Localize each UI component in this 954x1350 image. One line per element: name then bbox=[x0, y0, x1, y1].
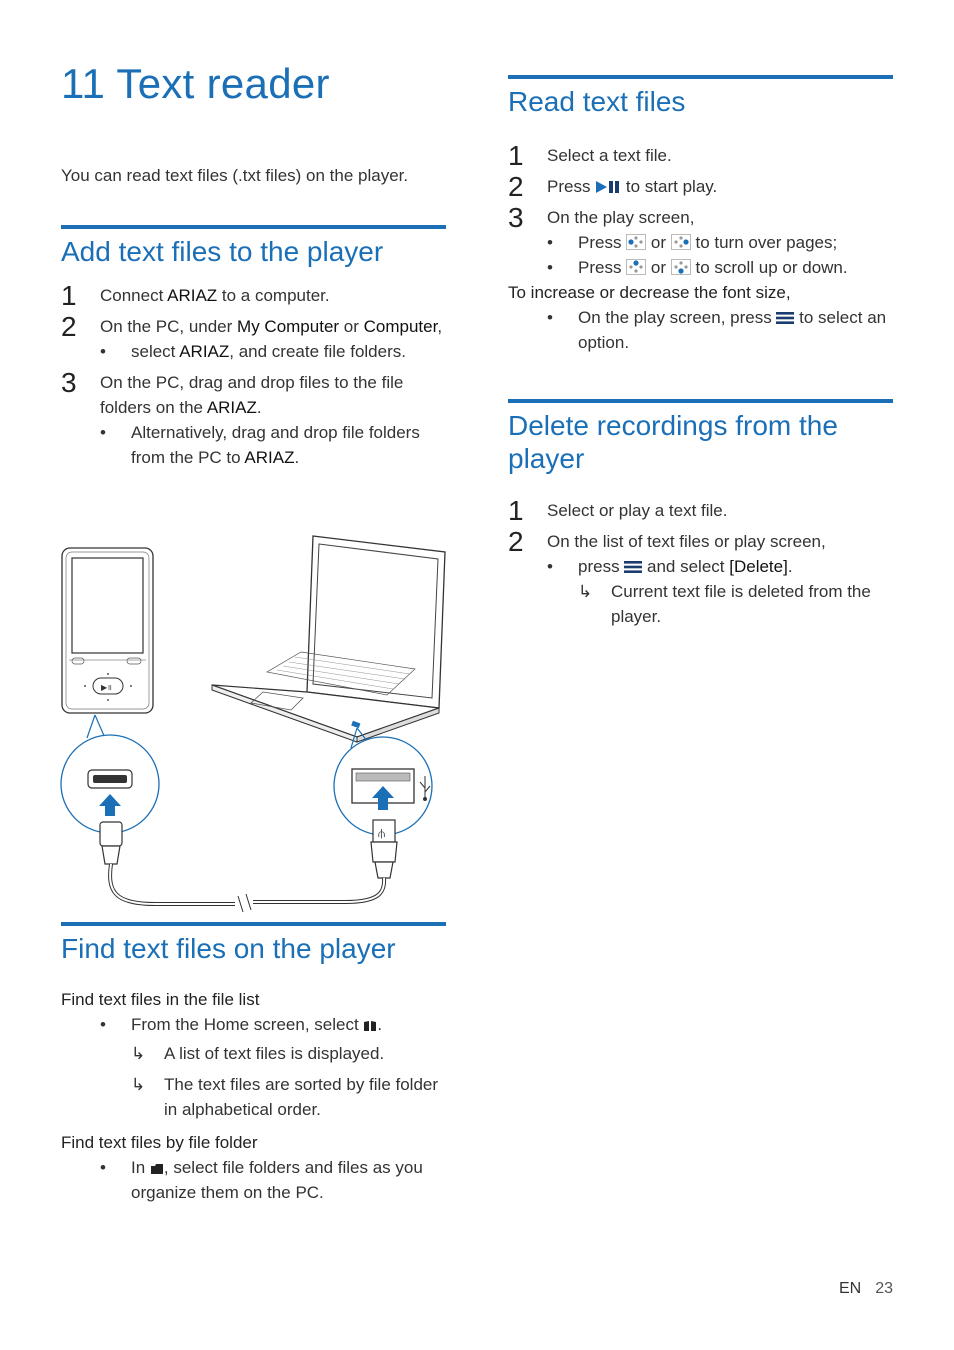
connection-illustration: ▶॥ bbox=[60, 535, 446, 912]
play-pause-icon bbox=[596, 180, 620, 193]
read-step-1: 1 Select a text file. bbox=[508, 139, 672, 171]
read-bullet-pages: • Press or to turn over pages; bbox=[547, 232, 838, 252]
find-list-result-1: ↳A list of text files is displayed. bbox=[131, 1044, 385, 1064]
find-list-bullet: • From the Home screen, select . bbox=[100, 1015, 383, 1035]
laptop bbox=[211, 535, 446, 743]
step-number: 1 bbox=[508, 494, 524, 526]
menu-icon bbox=[624, 560, 643, 573]
delete-step-1: 1 Select or play a text file. bbox=[508, 494, 728, 526]
laptop-port-callout bbox=[333, 727, 433, 836]
svg-text:⫛: ⫛ bbox=[378, 826, 385, 840]
step-number: 1 bbox=[61, 279, 77, 311]
step-number: 3 bbox=[61, 366, 77, 398]
read-section: Read text files 1 Select a text file. 2 … bbox=[508, 75, 893, 355]
add-step-2-bullet: • select ARIAZ, and create file folders. bbox=[100, 341, 406, 361]
usb-icon bbox=[419, 776, 431, 801]
find-section: Find text files on the player Find text … bbox=[61, 921, 446, 1206]
player-device: ▶॥ bbox=[61, 547, 154, 714]
svg-text:▶॥: ▶॥ bbox=[101, 683, 112, 692]
step-number: 2 bbox=[508, 170, 524, 202]
add-section-heading: Add text files to the player bbox=[61, 236, 384, 268]
read-step-3: 3 On the play screen, bbox=[508, 201, 695, 233]
left-column: 11 Text reader You can read text files (… bbox=[61, 60, 446, 1205]
device-port-callout bbox=[60, 714, 160, 834]
delete-result: ↳Current text file is deleted from the p… bbox=[578, 581, 871, 626]
device-name: ARIAZ bbox=[167, 285, 218, 305]
add-step-2: 2 On the PC, under My Computer or Comput… bbox=[61, 310, 443, 342]
folder-icon bbox=[150, 1164, 163, 1175]
delete-step-2: 2 On the list of text files or play scre… bbox=[508, 525, 826, 557]
read-bullet-scroll: • Press or to scroll up or down. bbox=[547, 257, 848, 277]
read-section-heading: Read text files bbox=[508, 86, 686, 117]
find-sub-heading-folder: Find text files by file folder bbox=[61, 1133, 258, 1153]
right-column: Read text files 1 Select a text file. 2 … bbox=[508, 75, 893, 629]
step-number: 3 bbox=[508, 201, 524, 233]
add-step-3-bullet: • Alternatively, drag and drop file fold… bbox=[100, 422, 420, 467]
ebook-icon bbox=[364, 1021, 377, 1032]
font-size-note: To increase or decrease the font size, bbox=[508, 282, 791, 302]
usb-cable: ⫛ bbox=[99, 819, 398, 912]
step-number: 2 bbox=[61, 310, 77, 342]
add-step-1: 1 Connect ARIAZ to a computer. bbox=[61, 279, 330, 311]
language-code: EN bbox=[838, 1280, 862, 1297]
chapter-intro: You can read text files (.txt files) on … bbox=[61, 166, 409, 186]
nav-right-icon bbox=[670, 233, 691, 250]
step-number: 1 bbox=[508, 139, 524, 171]
find-folder-bullet: • In , select file folders and files as … bbox=[100, 1158, 423, 1203]
read-step-2: 2 Press to start play. bbox=[508, 170, 718, 202]
nav-down-icon bbox=[670, 258, 691, 275]
find-sub-heading-list: Find text files in the file list bbox=[61, 990, 260, 1010]
add-step-3: 3 On the PC, drag and drop files to the … bbox=[61, 366, 404, 417]
delete-bullet: • press and select [Delete]. bbox=[547, 556, 793, 576]
add-section: Add text files to the player 1 Connect A… bbox=[61, 225, 446, 470]
page-footer: EN 23 bbox=[839, 1280, 893, 1298]
find-list-result-2: ↳The text files are sorted by file folde… bbox=[131, 1075, 439, 1120]
find-section-heading: Find text files on the player bbox=[61, 932, 396, 964]
page-number: 23 bbox=[875, 1280, 893, 1297]
delete-section: Delete recordings from the player 1 Sele… bbox=[508, 398, 893, 629]
nav-up-icon bbox=[626, 258, 647, 275]
menu-icon bbox=[776, 311, 795, 324]
chapter-title: 11 Text reader bbox=[61, 60, 330, 107]
nav-left-icon bbox=[626, 233, 647, 250]
step-number: 2 bbox=[508, 525, 524, 557]
read-bullet-font: • On the play screen, press to select an… bbox=[547, 307, 887, 352]
delete-section-heading: Delete recordings from the player bbox=[508, 409, 838, 475]
